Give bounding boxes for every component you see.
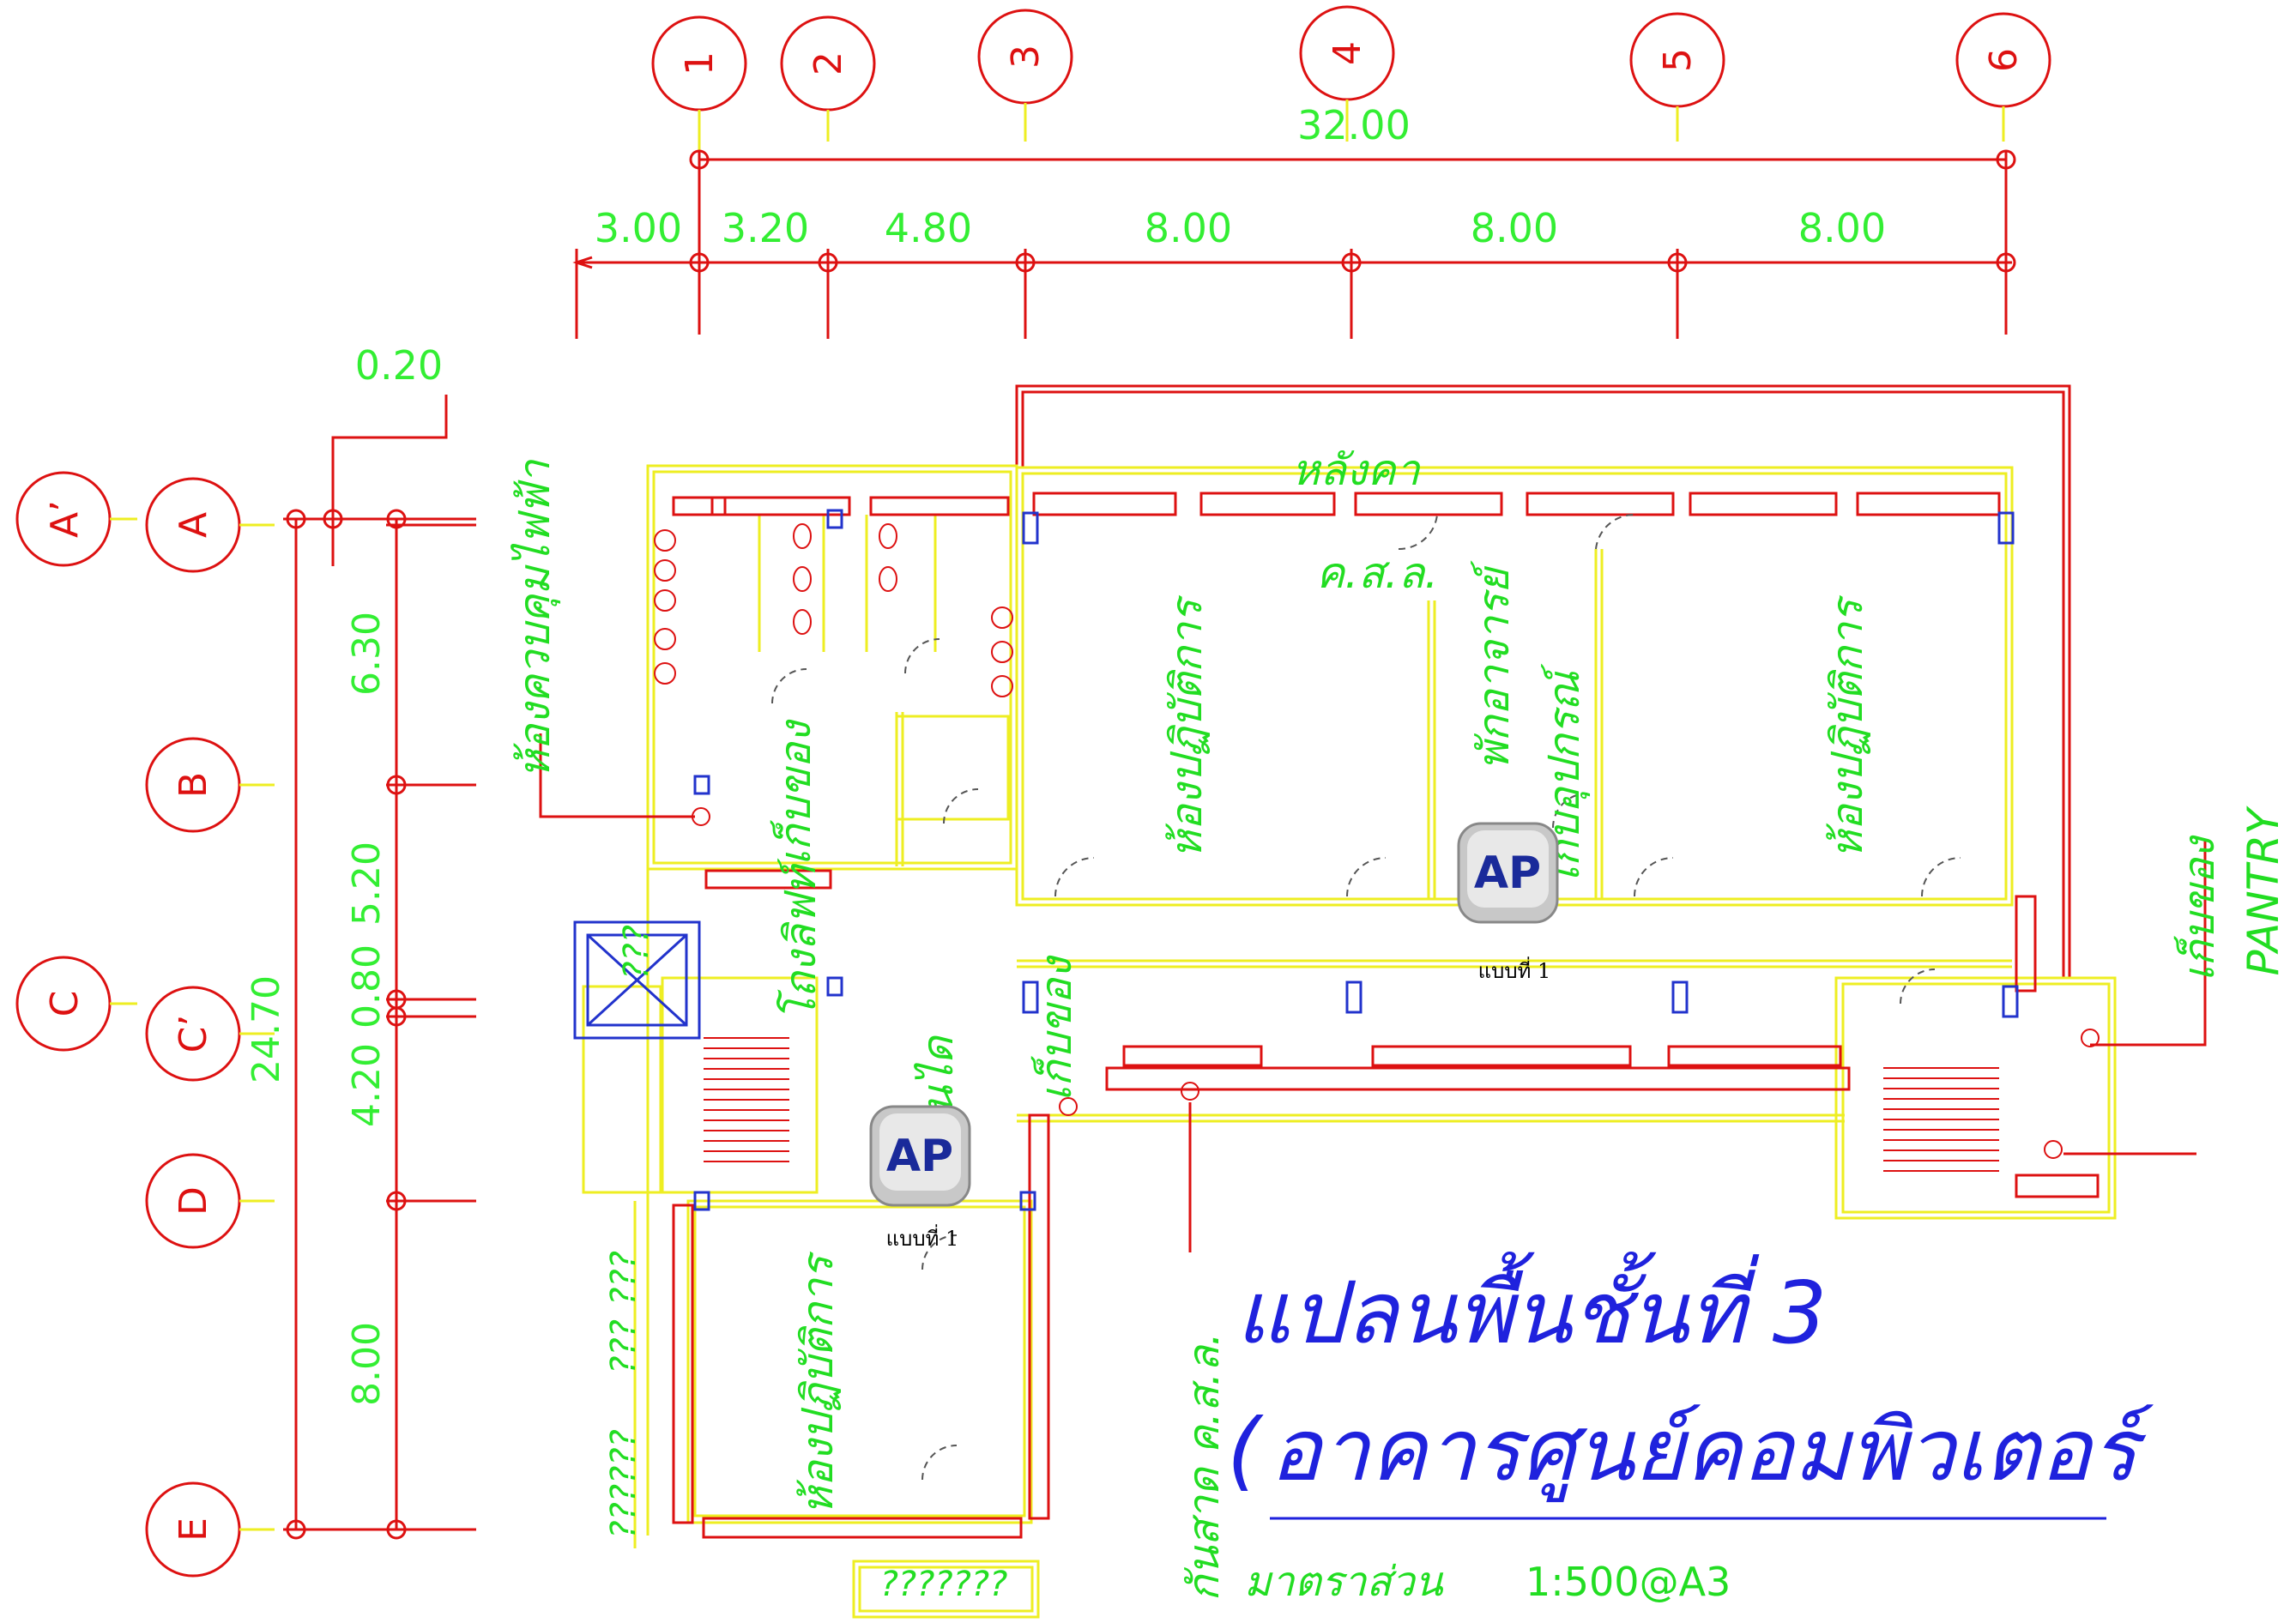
grid-label-5: 5	[1656, 48, 1700, 72]
stair-main	[704, 1037, 789, 1162]
dim-top-seg-4: 8.00	[1145, 205, 1232, 251]
dim-left-seg-4: 4.20	[345, 1043, 389, 1127]
dim-left-seg-1: 6.30	[345, 612, 389, 696]
grid-label-e: E	[172, 1517, 215, 1542]
left-dimension-lines	[283, 395, 476, 1540]
label-unknown-left3: ???	[604, 1251, 643, 1306]
dim-left-seg-3: 0.80	[345, 944, 389, 1029]
label-practice-lab-left: ห้องปฏิบัติการ	[1162, 595, 1211, 859]
label-storage-mid: เก็บของ	[1030, 955, 1081, 1101]
ap-2-label: AP	[886, 1131, 953, 1182]
label-roof-rc: ค.ส.ล.	[1316, 548, 1438, 598]
scale-value: 1:500@A3	[1526, 1559, 1731, 1605]
grid-label-b: B	[172, 772, 215, 798]
grid-bubbles-top	[651, 5, 2051, 150]
grid-bubbles-left	[15, 471, 275, 1578]
label-canopy: กันสาด ค.ส.ล.	[1179, 1332, 1229, 1602]
grid-label-4: 4	[1326, 41, 1369, 65]
dim-top-seg-1: 3.00	[595, 205, 682, 251]
grid-labels-left: A’ A B C C’ D E	[43, 500, 215, 1542]
grid-label-d: D	[172, 1186, 215, 1216]
dim-offset: 0.20	[355, 342, 443, 389]
lift-shaft	[573, 920, 701, 1040]
dim-top-seg-3: 4.80	[885, 205, 972, 251]
label-unknown-bottom: ???????	[880, 1565, 1008, 1604]
windows	[672, 492, 2100, 1539]
top-dimension-lines	[572, 149, 2016, 339]
grid-labels-top: 1 2 3 4 5 6	[678, 41, 2026, 75]
label-practice-lab-lower: ห้องปฏิบัติการ	[793, 1252, 843, 1515]
label-lift-lobby: โถงลิฟท์	[776, 858, 825, 1022]
leader-lines	[539, 733, 2207, 1252]
columns	[693, 509, 2019, 1211]
building-walls	[582, 384, 2117, 1619]
ap-1-caption: แบบที่ 1	[1478, 956, 1551, 983]
grid-label-1: 1	[678, 51, 722, 75]
grid-label-2: 2	[807, 51, 850, 75]
label-practice-lab-right: ห้องปฏิบัติการ	[1822, 595, 1872, 859]
dim-top-seg-2: 3.20	[722, 205, 809, 251]
label-storage-top: เก็บของ	[770, 719, 820, 866]
stair-right	[1883, 1067, 1999, 1172]
dim-top-seg-5: 8.00	[1471, 205, 1558, 251]
ap-1-label: AP	[1474, 848, 1541, 899]
label-pantry: PANTRY	[2239, 805, 2288, 976]
label-storage-right: เก็บของ	[2173, 835, 2224, 981]
grid-label-3: 3	[1004, 45, 1048, 69]
doors	[771, 513, 1961, 1481]
scale-label: มาตราส่วน	[1244, 1558, 1444, 1606]
label-roof: หลังคา	[1291, 445, 1421, 495]
plan-subtitle: อาคารศูนย์คอมพิวเตอร์	[1270, 1400, 2154, 1503]
ap-2-caption: แบบที่ 1	[886, 1224, 959, 1251]
label-teachers-lounge: พักอาจารย์	[1469, 560, 1519, 770]
dim-overall-top: 32.00	[1297, 102, 1411, 148]
plan-title: แปลนพื้นชั้นที่ 3	[1236, 1252, 1827, 1363]
access-point-1: AP แบบที่ 1	[1457, 822, 1559, 983]
grid-label-c-prime: C’	[172, 1015, 215, 1053]
dim-left-seg-2: 5.20	[345, 842, 389, 926]
label-unknown-lift: ???	[617, 925, 656, 980]
label-unknown-left2: ???	[604, 1319, 643, 1374]
label-electrical-room: ห้องควบคุมไฟฟ้า	[510, 459, 561, 779]
label-unknown-left1: ??????	[604, 1429, 643, 1538]
grid-label-6: 6	[1982, 48, 2026, 72]
access-point-2: AP แบบที่ 1	[869, 1105, 971, 1251]
grid-label-a: A	[172, 512, 215, 538]
plan-title-paren: (	[1227, 1400, 1264, 1500]
dim-overall-left: 24.70	[245, 975, 288, 1083]
dim-top-seg-6: 8.00	[1798, 205, 1886, 251]
grid-label-a-prime: A’	[43, 500, 87, 538]
sanitary-fixtures	[654, 523, 2100, 1159]
grid-label-c: C	[43, 991, 87, 1017]
dim-left-seg-5: 8.00	[345, 1322, 389, 1406]
